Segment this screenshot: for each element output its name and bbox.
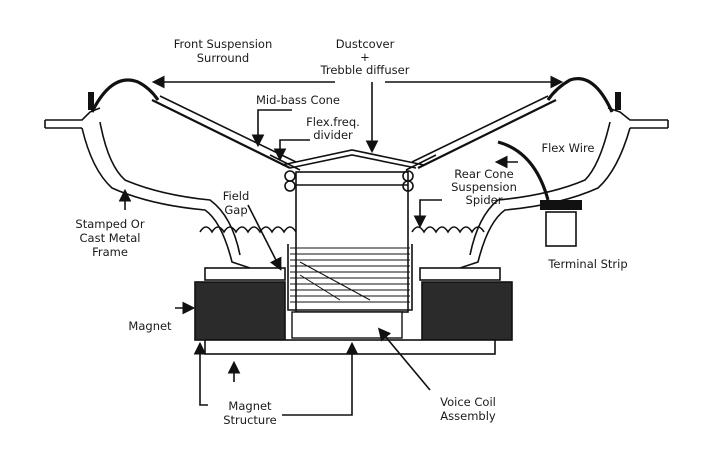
label-plus: + <box>360 50 370 64</box>
label-voice-coil: Voice Coil <box>440 395 496 409</box>
label-rear-cone: Rear Cone <box>454 167 513 181</box>
label-magnet: Magnet <box>128 319 172 333</box>
rear-cone-suspension-spider <box>199 170 485 234</box>
label-terminal-strip: Terminal Strip <box>547 257 627 271</box>
label-structure: Structure <box>223 413 277 427</box>
label-dustcover: Dustcover <box>336 37 395 51</box>
dustcover <box>269 149 437 171</box>
label-frame: Frame <box>92 245 128 259</box>
magnet-right <box>421 281 513 341</box>
labels: Front Suspension Surround Dustcover + Tr… <box>75 37 627 427</box>
magnet-left <box>194 281 286 341</box>
mid-bass-cone <box>151 95 557 169</box>
label-flex-freq: Flex.freq. <box>306 115 360 129</box>
leader-lines <box>118 75 564 416</box>
label-surround: Surround <box>197 51 250 65</box>
label-front-suspension: Front Suspension <box>174 37 273 51</box>
label-stamped-or: Stamped Or <box>75 217 144 231</box>
label-spider: Spider <box>466 193 503 207</box>
label-cast-metal: Cast Metal <box>80 231 141 245</box>
label-flex-wire: Flex Wire <box>541 141 594 155</box>
label-divider: divider <box>313 128 353 142</box>
terminal-strip <box>497 140 582 247</box>
label-mid-bass-cone: Mid-bass Cone <box>256 93 340 107</box>
label-suspension: Suspension <box>451 180 517 194</box>
label-magnet-2: Magnet <box>228 399 272 413</box>
front-suspension-surround <box>88 77 621 113</box>
label-assembly: Assembly <box>440 409 496 423</box>
voice-coil-assembly <box>287 171 413 339</box>
label-trebble-diffuser: Trebble diffuser <box>320 63 410 77</box>
label-field: Field <box>223 189 250 203</box>
label-gap: Gap <box>224 203 247 217</box>
